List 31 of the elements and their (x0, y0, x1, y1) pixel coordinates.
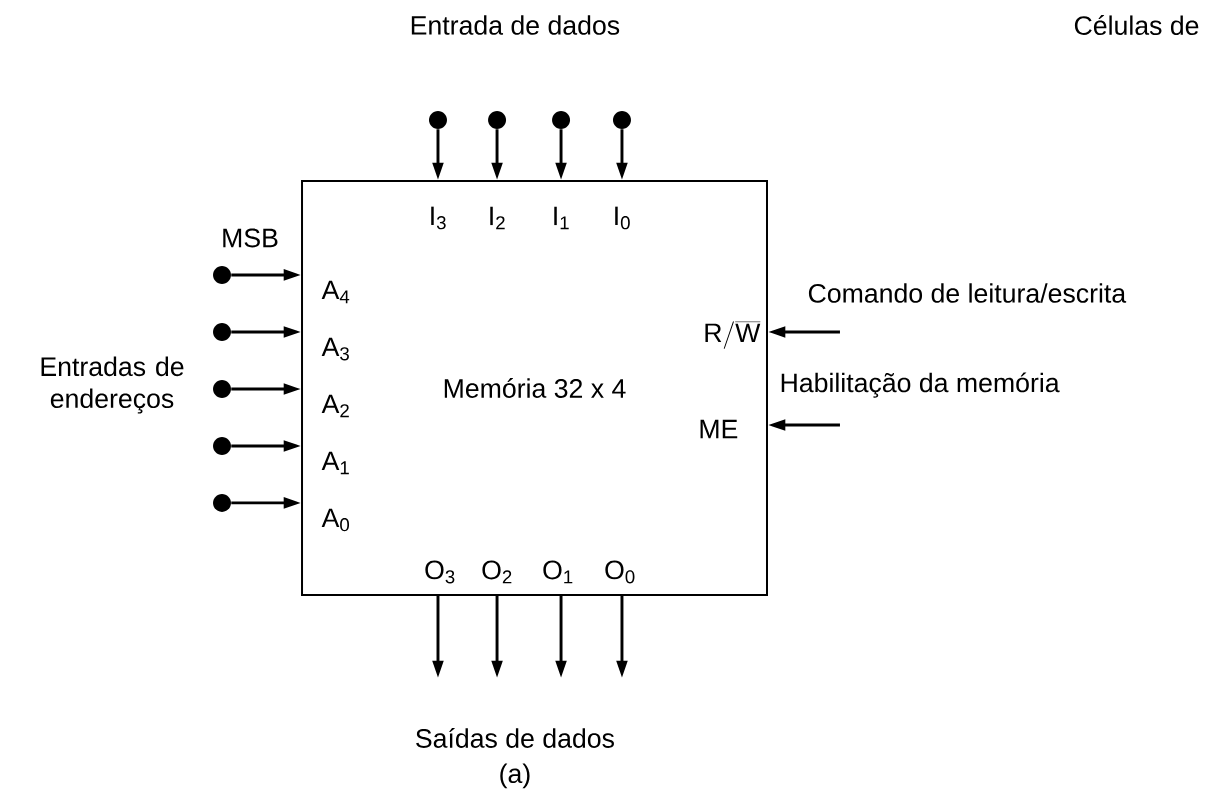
pin-label: A$_{0}$ (321, 508, 350, 532)
terminal-dot (213, 380, 231, 399)
signal-label: Comando de leitura/escrita (808, 283, 1127, 303)
pin-label: A$_{2}$ (321, 394, 349, 418)
pin-label: O$_{3}$ (425, 560, 455, 584)
pin-label: I$_{2}$ (490, 206, 505, 230)
caption: (a) (500, 763, 530, 789)
signal-label: Entradas de endereços (41, 356, 184, 414)
terminal-dot (213, 323, 231, 341)
terminal-dot (612, 111, 631, 129)
pin-label: A$_{3}$ (321, 337, 349, 361)
terminal-dot (213, 493, 231, 512)
pin-label: O$_{1}$ (543, 560, 573, 584)
pin-label: O$_{2}$ (482, 560, 512, 584)
terminal-dot (552, 111, 571, 129)
pin-label: I$_{1}$ (554, 206, 569, 230)
pin-label: $\mathrm{R}/\overline{\mathrm{W}}$ (705, 321, 761, 349)
heading: Entrada de dados (411, 15, 620, 35)
heading: Saídas de dados (416, 728, 614, 748)
pin-label: A$_{1}$ (321, 451, 349, 475)
terminal-dot (213, 437, 231, 455)
terminal-dot (213, 265, 231, 284)
terminal-dot (488, 111, 507, 129)
pin-label: I$_{3}$ (431, 206, 446, 230)
pin-label: O$_{0}$ (605, 560, 635, 584)
heading: Células de (1074, 15, 1199, 36)
pin-label: I$_{0}$ (615, 206, 630, 230)
pin-label: ME (700, 419, 738, 439)
terminal-dot (429, 111, 447, 129)
note-label: MSB (223, 228, 278, 248)
pin-label: A$_{4}$ (321, 280, 350, 304)
